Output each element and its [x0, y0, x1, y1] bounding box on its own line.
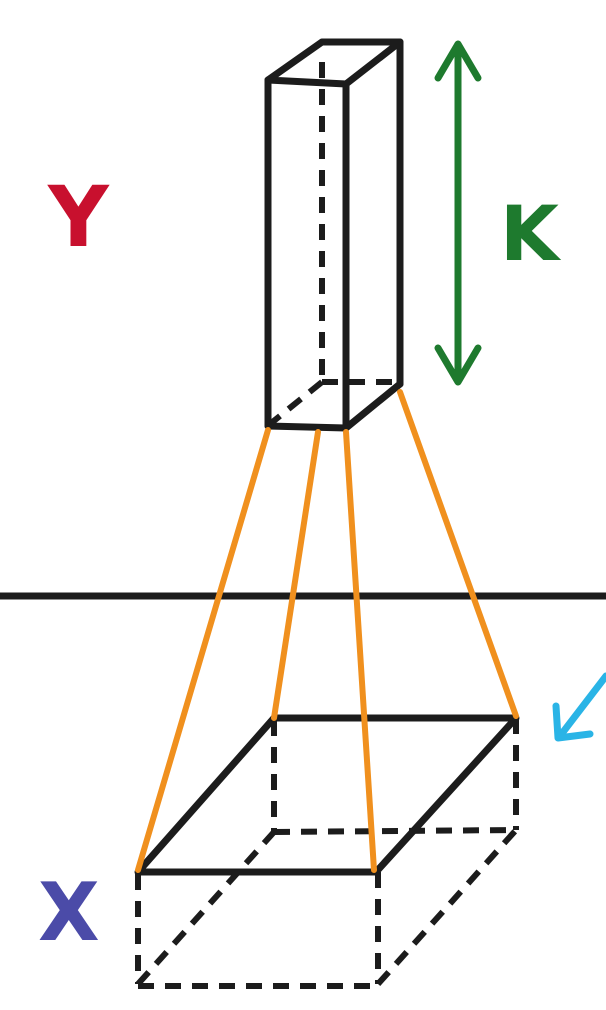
upper-prism	[264, 38, 404, 432]
label-k: K	[500, 189, 562, 278]
upper-prism-top-face	[264, 38, 404, 88]
lower-box-hidden-back-bottom	[273, 827, 517, 835]
lower-box	[134, 714, 520, 989]
upper-prism-hidden-bottom-left	[268, 379, 324, 427]
lower-box-hidden-bottom-right-diagonal	[375, 827, 519, 987]
projection-lines	[135, 389, 519, 873]
projection-line-3	[343, 429, 377, 873]
arrow-down-left-icon	[552, 672, 606, 742]
pointer-arrow-head	[552, 702, 594, 742]
upper-prism-bottom-right-edge	[342, 380, 404, 432]
vertical-double-arrow-icon	[434, 40, 482, 386]
lower-box-hidden-bottom-left-diagonal	[135, 829, 277, 987]
double-arrow-head-top	[434, 40, 482, 82]
label-x: X	[38, 866, 100, 959]
projection-line-1	[135, 427, 271, 873]
lower-box-top-face	[134, 714, 520, 876]
pointer-arrow-shaft	[556, 672, 606, 740]
double-arrow-head-bottom	[434, 344, 482, 386]
label-y: Y	[47, 168, 110, 266]
upper-prism-bottom-front-edge	[264, 422, 350, 432]
projection-line-2	[271, 429, 321, 721]
projection-line-4	[397, 389, 519, 719]
